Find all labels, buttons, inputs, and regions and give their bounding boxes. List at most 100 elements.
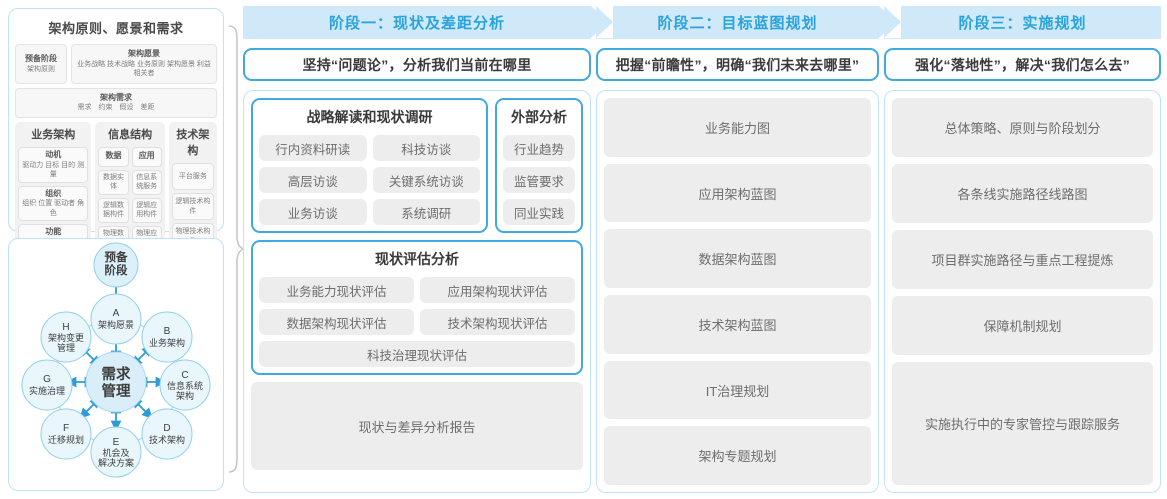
togaf-principles-row: 预备阶段 架构原则 架构愿景 业务战略 技术战略 业务原则 架构愿景 利益相关者: [15, 44, 217, 84]
togaf-pillars: 业务架构 动机 驱动力 目标 目的 测量 组织 组织 位置 驱动者 角色: [15, 121, 217, 254]
stage-1-header-label: 阶段一：现状及差距分析: [328, 15, 505, 32]
svg-text:管理: 管理: [57, 342, 75, 353]
stage-3-body: 总体策略、原则与阶段划分 各条线实施路径线路图 项目群实施路径与重点工程提炼 保…: [884, 90, 1161, 493]
adm-center-line1: 需求: [102, 365, 131, 383]
blueprint-chip[interactable]: 技术架构蓝图: [604, 295, 871, 354]
blueprint-chip[interactable]: 数据架构蓝图: [604, 229, 871, 289]
svg-text:C: C: [181, 370, 188, 381]
implementation-chip[interactable]: 总体策略、原则与阶段划分: [892, 98, 1153, 158]
external-chip[interactable]: 行业趋势: [503, 135, 575, 161]
stage-2-header-label: 阶段二：目标蓝图规划: [657, 15, 818, 32]
adm-phase-d: D 技术架构: [141, 408, 193, 460]
assessment-chip[interactable]: 应用架构现状评估: [420, 277, 575, 303]
external-card-title: 外部分析: [511, 109, 567, 125]
svg-text:D: D: [163, 423, 170, 434]
research-chip[interactable]: 关键系统访谈: [372, 167, 480, 193]
adm-phase-f: F 迁移规划: [40, 408, 92, 460]
pillar-item: 信息系统服务: [131, 169, 162, 195]
assessment-chip[interactable]: 业务能力现状评估: [259, 277, 414, 303]
external-chip[interactable]: 同业实践: [503, 199, 575, 225]
implementation-chip[interactable]: 实施执行中的专家管控与跟踪服务: [892, 362, 1153, 485]
blueprint-chip[interactable]: 架构专题规划: [604, 426, 871, 486]
stage-1-header[interactable]: 阶段一：现状及差距分析: [243, 6, 608, 39]
svg-text:技术架构: 技术架构: [149, 434, 185, 445]
assessment-chip[interactable]: 技术架构现状评估: [420, 309, 575, 335]
research-card-title: 战略解读和现状调研: [306, 109, 433, 125]
adm-cycle-svg: 预备 阶段 需求 管理 A 架构愿景 B 业务架构: [21, 242, 211, 478]
research-row: 业务访谈 系统调研: [259, 199, 480, 225]
togaf-title: 架构原则、愿景和需求: [48, 21, 184, 36]
adm-prep-line1: 预备: [105, 250, 128, 264]
pillar-title-business: 业务架构: [31, 128, 76, 141]
stage-3-item-list: 总体策略、原则与阶段划分 各条线实施路径线路图 项目群实施路径与重点工程提炼 保…: [892, 98, 1153, 485]
research-row: 高层访谈 关键系统访谈: [259, 167, 480, 193]
stage-2-body: 业务能力图 应用架构蓝图 数据架构蓝图 技术架构蓝图 IT治理规划 架构专题规划: [596, 90, 879, 493]
blueprint-chip[interactable]: 应用架构蓝图: [604, 163, 871, 223]
stage-1-body: 战略解读和现状调研 行内资料研读 科技访谈 高层访谈 关键系统访谈 业务访谈 系…: [243, 90, 591, 493]
assessment-chip[interactable]: 科技治理现状评估: [259, 341, 575, 367]
svg-text:迁移规划: 迁移规划: [48, 434, 84, 445]
svg-text:业务架构: 业务架构: [149, 337, 185, 348]
togaf-vision-sub: 业务战略 技术战略 业务原则 架构愿景 利益相关者: [77, 60, 211, 78]
stage-1-motto: 坚持“问题论”，分析我们当前在哪里: [243, 48, 591, 81]
assessment-card-title: 现状评估分析: [375, 251, 459, 267]
togaf-content-framework-card: 架构原则、愿景和需求 预备阶段 架构原则 架构愿景 业务战略 技术战略 业务原则…: [8, 8, 224, 295]
adm-prep-line2: 阶段: [105, 263, 128, 277]
togaf-vision-head: 架构愿景: [128, 49, 160, 58]
stage-3-header[interactable]: 阶段三：实施规划: [884, 6, 1161, 39]
stage-column-2: 阶段二：目标蓝图规划 把握“前瞻性”，明确“我们未来去哪里” 业务能力图 应用架…: [596, 6, 896, 493]
research-chip[interactable]: 系统调研: [372, 199, 480, 225]
togaf-requirements-block: 架构需求 需求 约束 假设 差距: [15, 87, 217, 118]
research-chip[interactable]: 业务访谈: [259, 199, 367, 225]
togaf-prep-sub: 架构原则: [27, 65, 55, 73]
togaf-pillar-technology: 技术架构 平台服务 逻辑技术构件 物理技术构件: [168, 121, 217, 254]
svg-text:机会及: 机会及: [102, 447, 129, 458]
pillar-item: 平台服务: [171, 162, 214, 191]
pillar-title-technology: 技术架构: [176, 128, 210, 157]
togaf-pillar-business: 业务架构 动机 驱动力 目标 目的 测量 组织 组织 位置 驱动者 角色: [15, 121, 92, 254]
adm-phase-h: H 架构变更 管理: [40, 311, 92, 363]
research-card: 战略解读和现状调研 行内资料研读 科技访谈 高层访谈 关键系统访谈 业务访谈 系…: [251, 98, 488, 233]
assessment-row: 业务能力现状评估 应用架构现状评估: [259, 277, 575, 303]
pillar-item: 逻辑技术构件: [171, 193, 214, 221]
adm-center-line2: 管理: [102, 382, 131, 400]
adm-phase-e: E 机会及 解决方案: [90, 426, 142, 478]
stage-2-item-list: 业务能力图 应用架构蓝图 数据架构蓝图 技术架构蓝图 IT治理规划 架构专题规划: [604, 98, 871, 486]
left-column: 架构原则、愿景和需求 预备阶段 架构原则 架构愿景 业务战略 技术战略 业务原则…: [8, 8, 224, 491]
research-chip[interactable]: 高层访谈: [259, 167, 367, 193]
svg-text:架构愿景: 架构愿景: [98, 319, 134, 330]
pillar-item: 数据实体: [98, 169, 129, 195]
gap-analysis-report-chip[interactable]: 现状与差异分析报告: [251, 382, 583, 470]
assessment-chip[interactable]: 数据架构现状评估: [259, 309, 414, 335]
adm-phase-c: C 信息系统 架构: [159, 359, 211, 411]
external-chip[interactable]: 监管要求: [503, 167, 575, 193]
stage-3-header-label: 阶段三：实施规划: [958, 15, 1087, 32]
implementation-chip[interactable]: 项目群实施路径与重点工程提炼: [892, 230, 1153, 290]
pillar-item: 逻辑数据构件: [98, 197, 129, 223]
research-chip[interactable]: 科技访谈: [372, 135, 480, 161]
togaf-vision-block: 架构愿景 业务战略 技术战略 业务原则 架构愿景 利益相关者: [71, 44, 217, 84]
implementation-chip[interactable]: 各条线实施路径线路图: [892, 164, 1153, 224]
adm-phase-g: G 实施治理: [21, 359, 73, 411]
svg-text:实施治理: 实施治理: [29, 385, 65, 396]
stage-column-1: 阶段一：现状及差距分析 坚持“问题论”，分析我们当前在哪里 战略解读和现状调研 …: [243, 6, 608, 493]
stage-1-top-row: 战略解读和现状调研 行内资料研读 科技访谈 高层访谈 关键系统访谈 业务访谈 系…: [251, 98, 583, 233]
pillar-item: 组织 组织 位置 驱动者 角色: [18, 185, 89, 222]
assessment-card: 现状评估分析 业务能力现状评估 应用架构现状评估 数据架构现状评估 技术架构现状…: [251, 240, 583, 375]
pillar-item: 应用: [131, 146, 162, 167]
togaf-prep-head: 预备阶段: [25, 53, 57, 63]
adm-cycle-card: 预备 阶段 需求 管理 A 架构愿景 B 业务架构: [8, 238, 224, 491]
implementation-chip[interactable]: 保障机制规划: [892, 296, 1153, 356]
blueprint-chip[interactable]: IT治理规划: [604, 360, 871, 420]
togaf-req-sub: 需求 约束 假设 差距: [77, 104, 155, 112]
pillar-item: 逻辑应用构件: [131, 197, 162, 223]
blueprint-chip[interactable]: 业务能力图: [604, 98, 871, 157]
research-chip[interactable]: 行内资料研读: [259, 135, 367, 161]
assessment-row: 数据架构现状评估 技术架构现状评估: [259, 309, 575, 335]
togaf-pillar-information: 信息结构 数据 数据实体 逻辑数据构件: [95, 121, 165, 254]
stage-2-header[interactable]: 阶段二：目标蓝图规划: [596, 6, 896, 39]
research-row: 行内资料研读 科技访谈: [259, 135, 480, 161]
svg-text:F: F: [63, 423, 69, 434]
stage-columns: 阶段一：现状及差距分析 坚持“问题论”，分析我们当前在哪里 战略解读和现状调研 …: [243, 6, 1161, 493]
svg-text:B: B: [164, 326, 171, 337]
